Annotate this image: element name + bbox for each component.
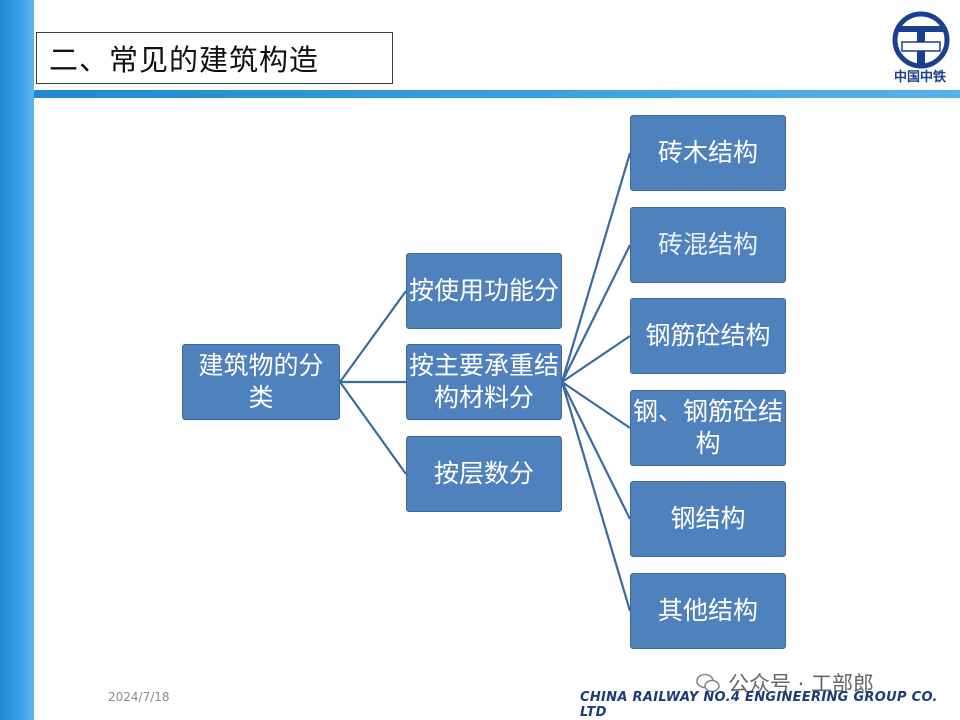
- root-node: 建筑物的分类: [182, 344, 340, 420]
- crec-logo-icon: [892, 11, 950, 69]
- node-by-function: 按使用功能分: [406, 253, 562, 329]
- node-other: 其他结构: [630, 573, 786, 649]
- watermark: 公众号 · 工部郎: [696, 668, 874, 698]
- node-by-function-label: 按使用功能分: [409, 276, 560, 305]
- root-node-label: 建筑物的分类: [198, 351, 324, 412]
- footer-date: 2024/7/18: [108, 690, 170, 704]
- wechat-icon: [696, 673, 720, 693]
- watermark-text: 公众号 · 工部郎: [728, 672, 875, 696]
- node-reinforced-concrete-label: 钢筋砼结构: [645, 321, 771, 350]
- slide-title-box: 二、常见的建筑构造: [36, 32, 393, 84]
- node-brick-wood: 砖木结构: [630, 115, 786, 191]
- slide-title: 二、常见的建筑构造: [49, 43, 320, 77]
- node-steel: 钢结构: [630, 481, 786, 557]
- footer-company: CHINA RAILWAY NO.4 ENGINEERING GROUP CO.…: [580, 690, 938, 720]
- node-other-label: 其他结构: [657, 596, 758, 625]
- left-accent-stripe: [0, 0, 34, 720]
- node-by-material: 按主要承重结构材料分: [406, 344, 562, 420]
- node-steel-reinforced: 钢、钢筋砼结构: [630, 390, 786, 466]
- logo-text: 中国中铁: [893, 70, 946, 85]
- node-steel-reinforced-label: 钢、钢筋砼结构: [633, 397, 784, 458]
- node-brick-concrete-label: 砖混结构: [657, 230, 758, 259]
- node-brick-concrete: 砖混结构: [630, 207, 786, 283]
- header-band: [34, 90, 960, 98]
- node-by-floors: 按层数分: [406, 436, 562, 512]
- node-by-material-label: 按主要承重结构材料分: [409, 351, 560, 412]
- node-brick-wood-label: 砖木结构: [657, 138, 758, 167]
- node-by-floors-label: 按层数分: [433, 459, 534, 488]
- node-reinforced-concrete: 钢筋砼结构: [630, 298, 786, 374]
- node-steel-label: 钢结构: [670, 504, 746, 533]
